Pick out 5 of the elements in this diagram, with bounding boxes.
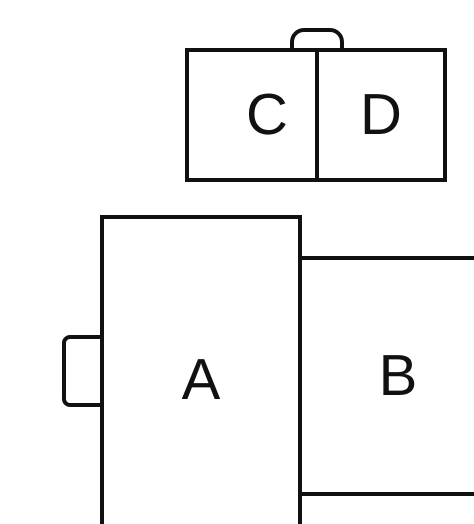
box-label: D bbox=[360, 86, 402, 144]
compartment-box bbox=[100, 215, 302, 524]
box-label: A bbox=[182, 351, 220, 409]
box-label: C bbox=[246, 86, 288, 144]
box-label: B bbox=[378, 347, 418, 405]
